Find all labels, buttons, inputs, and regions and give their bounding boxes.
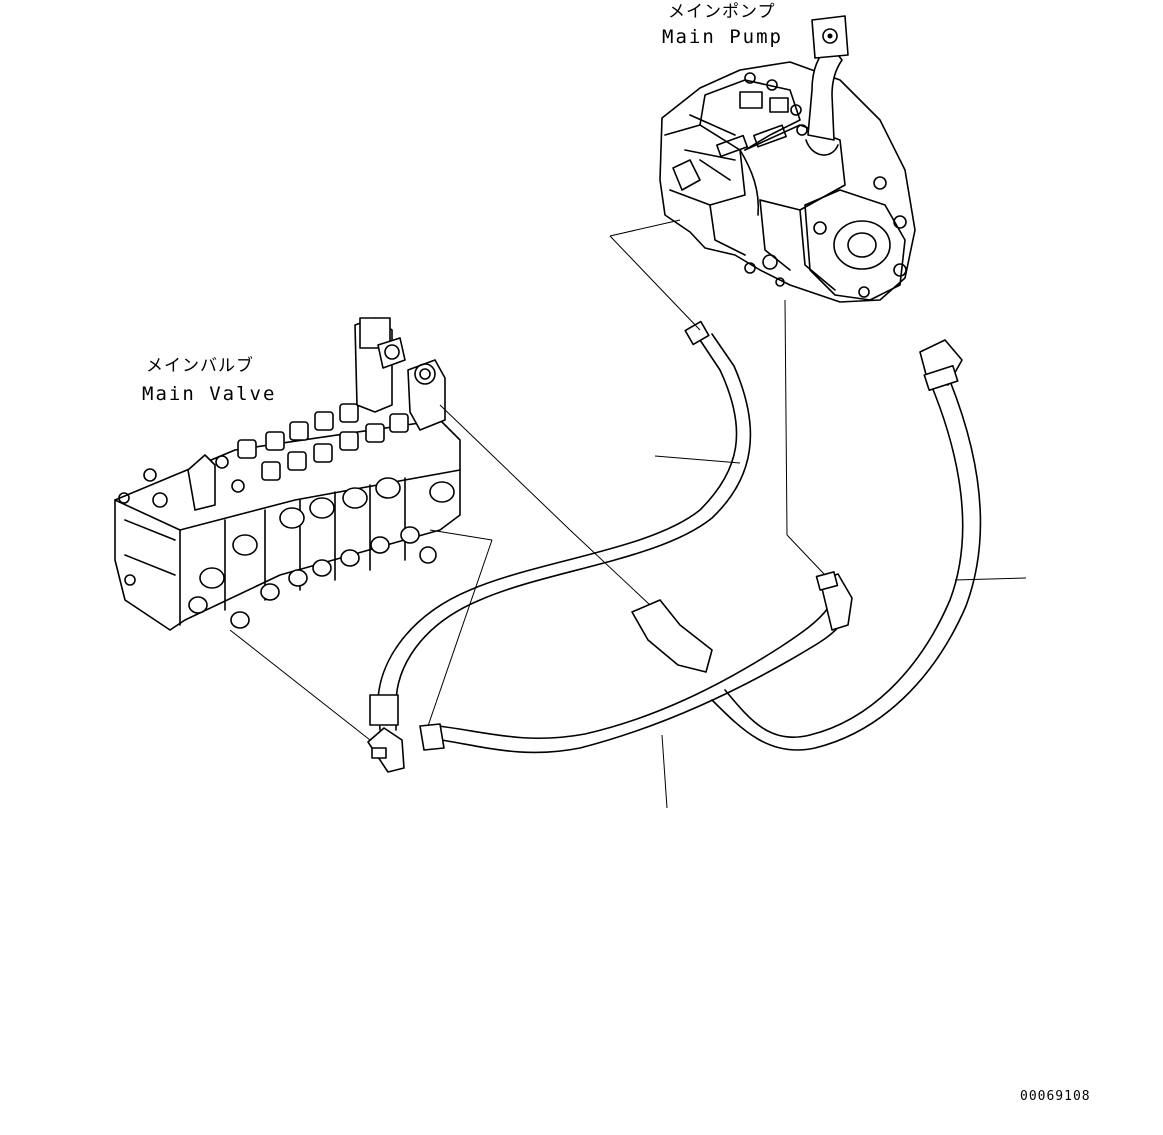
main-pump-label-en: Main Pump bbox=[662, 26, 783, 48]
drawing-number: 00069108 bbox=[1020, 1089, 1091, 1104]
main-pump-drawing bbox=[659, 15, 916, 303]
hose-a bbox=[367, 320, 752, 773]
hose-b bbox=[711, 339, 982, 751]
leader-lines bbox=[229, 219, 1027, 809]
main-pump-label-jp: メインポンプ bbox=[668, 2, 776, 22]
main-valve-label-en: Main Valve bbox=[142, 383, 277, 405]
hose-c bbox=[419, 571, 853, 754]
main-valve-label-jp: メインバルブ bbox=[146, 356, 254, 376]
main-valve-drawing bbox=[114, 317, 461, 631]
